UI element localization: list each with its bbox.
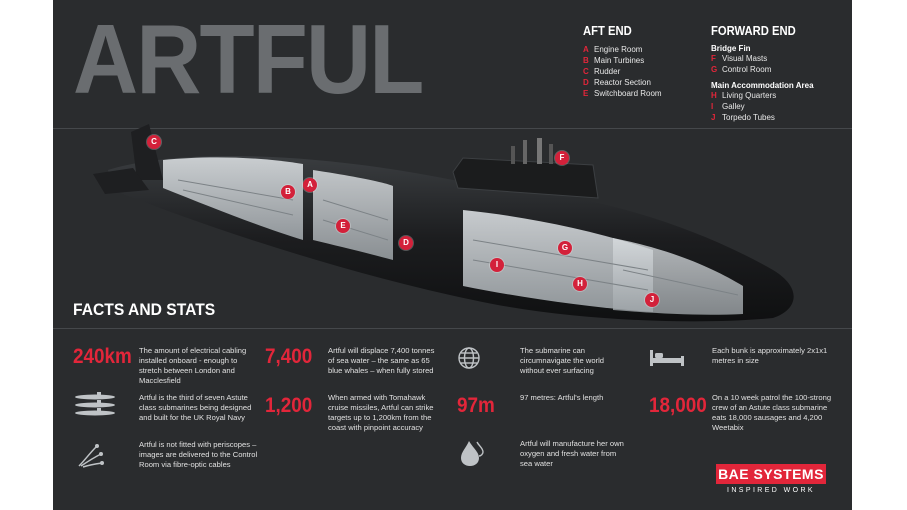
marker-f: F	[555, 151, 569, 165]
stat-text: Artful will manufacture her own oxygen a…	[520, 439, 624, 468]
submarines-icon	[75, 392, 115, 416]
stat-value: 18,000	[649, 394, 707, 417]
fibre-optic-icon	[78, 444, 104, 468]
marker-i: I	[490, 258, 504, 272]
stat-value: 7,400	[265, 345, 313, 368]
facts-title: FACTS AND STATS	[73, 300, 216, 319]
marker-c: C	[147, 135, 161, 149]
marker-g: G	[558, 241, 572, 255]
divider	[53, 128, 852, 129]
stat-length: 97m	[457, 395, 499, 416]
marker-d: D	[399, 236, 413, 250]
stat-text: The amount of electrical cabling install…	[139, 346, 247, 385]
stat-text: The submarine can circumnavigate the wor…	[520, 346, 604, 375]
stat-cabling: 240km	[73, 346, 138, 367]
logo-tagline: INSPIRED WORK	[727, 487, 815, 494]
stat-text: When armed with Tomahawk cruise missiles…	[328, 393, 434, 432]
submarine-cutaway-illustration	[93, 124, 794, 322]
stat-value: 240km	[73, 345, 132, 368]
page-title: ARTFUL	[73, 4, 424, 114]
stat-text: Artful is the third of seven Astute clas…	[139, 393, 252, 422]
marker-a: A	[303, 178, 317, 192]
accommodation-subheading: Main Accommodation Area	[711, 81, 814, 90]
marker-b: B	[281, 185, 295, 199]
stat-text: Each bunk is approximately 2x1x1 metres …	[712, 346, 828, 365]
stat-text: Artful is not fitted with periscopes – i…	[139, 440, 258, 469]
bridge-fin-subheading: Bridge Fin	[711, 44, 751, 53]
marker-h: H	[573, 277, 587, 291]
stat-displace: 7,400	[265, 346, 318, 367]
globe-icon	[458, 347, 480, 369]
stat-text: 97 metres: Artful's length	[520, 393, 604, 402]
forward-end-heading: FORWARD END	[711, 24, 796, 38]
logo-name: BAE SYSTEMS	[716, 464, 826, 484]
bae-systems-logo: BAE SYSTEMS INSPIRED WORK	[716, 464, 826, 494]
bed-icon	[650, 350, 684, 366]
marker-e: E	[336, 219, 350, 233]
stat-missiles: 1,200	[265, 395, 318, 416]
divider	[53, 328, 852, 329]
stat-value: 1,200	[265, 394, 313, 417]
aft-end-heading: AFT END	[583, 24, 632, 38]
stat-value: 97m	[457, 394, 495, 417]
stat-text: On a 10 week patrol the 100-strong crew …	[712, 393, 832, 432]
marker-j: J	[645, 293, 659, 307]
water-drop-icon	[461, 441, 484, 466]
stat-food: 18,000	[649, 395, 713, 416]
stat-text: Artful will displace 7,400 tonnes of sea…	[328, 346, 435, 375]
